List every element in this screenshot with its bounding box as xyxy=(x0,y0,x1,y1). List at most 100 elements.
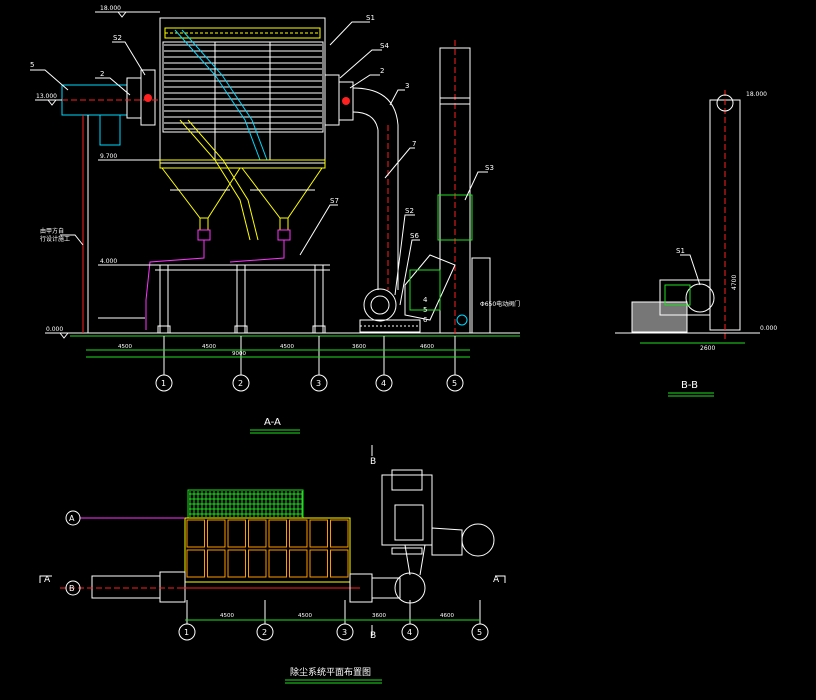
callout-s2-right: S2 xyxy=(405,207,414,215)
filter-cell xyxy=(227,549,246,578)
plan-dim-label: 4600 xyxy=(440,613,454,619)
callout-4: 4 xyxy=(423,296,428,304)
plan-title: 除尘系统平面布置图 xyxy=(290,666,371,678)
plan-dim-label: 4500 xyxy=(298,613,312,619)
elev-label-2: 9.700 xyxy=(100,153,117,160)
plan-bubble-label: 2 xyxy=(262,628,267,637)
callout-6: 6 xyxy=(423,316,428,324)
filter-cell xyxy=(248,549,267,578)
filter-cell xyxy=(289,549,308,578)
bb-elev-top: 18.000 xyxy=(746,91,767,98)
dim-label: 4600 xyxy=(420,344,434,350)
grid-bubble-label: 5 xyxy=(452,379,457,388)
section-cut-marks xyxy=(39,445,506,636)
callout-5-left: 5 xyxy=(30,61,34,69)
row-bubble-a: A xyxy=(69,514,75,523)
plan-bubble-label: 5 xyxy=(477,628,482,637)
callout-3: 3 xyxy=(405,82,409,90)
bb-dim-1: 2600 xyxy=(700,345,715,352)
callout-s4: S4 xyxy=(380,42,389,50)
valve-label: Φ650电动阀门 xyxy=(480,300,520,308)
support-structure xyxy=(155,264,330,334)
callout-7: 7 xyxy=(412,140,416,148)
plan-bubble-2 xyxy=(256,623,274,641)
callout-s7: S7 xyxy=(330,197,339,205)
grid-bubble-1 xyxy=(155,374,173,392)
section-aa-dim-labels: 4500 4500 4500 3600 4600 9000 xyxy=(118,344,434,357)
callout-s6: S6 xyxy=(410,232,419,240)
row-bubble-b: B xyxy=(69,584,75,593)
elev-label-3: 4.000 xyxy=(100,258,117,265)
filter-cell xyxy=(309,549,328,578)
cut-mark-b-bottom: B xyxy=(370,631,376,641)
note-left-2: 行设计施工 xyxy=(40,235,70,243)
grid-bubble-label: 4 xyxy=(381,379,386,388)
plan-bubble-label: 3 xyxy=(342,628,347,637)
grid-bubble-3 xyxy=(310,374,328,392)
callout-s1: S1 xyxy=(366,14,375,22)
section-aa-dims xyxy=(86,349,470,358)
filter-modules xyxy=(186,519,349,578)
callout-2-left: 2 xyxy=(100,70,104,78)
grid-bubble-label: 3 xyxy=(316,379,321,388)
elev-top-label: 18.000 xyxy=(100,5,121,12)
bb-callout-s1: S1 xyxy=(676,247,685,255)
filter-cell xyxy=(330,549,349,578)
filter-cell xyxy=(227,519,246,548)
plan-bubble-4 xyxy=(401,623,419,641)
callout-s3: S3 xyxy=(485,164,494,172)
filter-cell xyxy=(186,549,205,578)
filter-cell xyxy=(207,549,226,578)
section-bb: S1 18.000 0.000 2600 4700 B-B xyxy=(615,90,777,397)
ash-valves xyxy=(145,229,291,330)
plan-bubble-label: 1 xyxy=(184,628,189,637)
cut-mark-b-top: B xyxy=(370,457,376,467)
grid-bubble-5 xyxy=(446,374,464,392)
filter-cell xyxy=(330,519,349,548)
grid-bubble-2 xyxy=(232,374,250,392)
bb-dim-2: 4700 xyxy=(731,275,738,290)
callout-2-right: 2 xyxy=(380,67,384,75)
callout-s2-left: S2 xyxy=(113,34,122,42)
cut-mark-a-right: A xyxy=(493,575,500,585)
callout-leaders xyxy=(30,21,488,306)
dim-label: 3600 xyxy=(352,344,366,350)
dim-total: 9000 xyxy=(232,351,246,357)
cut-mark-a-left: A xyxy=(44,575,51,585)
plan-dim-label: 3600 xyxy=(372,613,386,619)
filter-cell xyxy=(248,519,267,548)
section-bb-title: B-B xyxy=(681,380,698,391)
plan-dim-labels: 4500 4500 3600 4600 xyxy=(220,613,454,619)
grid-bubble-label: 1 xyxy=(161,379,166,388)
section-aa: 1 2 3 4 5 4500 4500 4500 3600 4600 9000 18.000 13… xyxy=(30,5,520,434)
filter-cell xyxy=(207,519,226,548)
section-aa-grid: 1 2 3 4 5 xyxy=(155,336,464,392)
dim-label: 4500 xyxy=(280,344,294,350)
inlet-duct xyxy=(61,69,160,146)
plan-bubble-3 xyxy=(336,623,354,641)
grid-bubble-4 xyxy=(375,374,393,392)
plan-bubble-label: 4 xyxy=(407,628,412,637)
plan-dim-label: 4500 xyxy=(220,613,234,619)
filter-cell xyxy=(289,519,308,548)
plan-bubble-5 xyxy=(471,623,489,641)
filter-cell xyxy=(186,519,205,548)
elev-label-1: 13.000 xyxy=(36,93,57,100)
filter-cell xyxy=(309,519,328,548)
filter-cell xyxy=(268,519,287,548)
dim-label: 4500 xyxy=(118,344,132,350)
plan-view: A A B B A B 1 2 3 4 5 4500 4500 3600 4600 除尘系统平… xyxy=(39,445,506,684)
plan-bubble-1 xyxy=(178,623,196,641)
dust-collector-housing xyxy=(159,17,326,241)
outlet-duct xyxy=(324,40,473,340)
bb-elev-bottom: 0.000 xyxy=(760,325,777,332)
elevation-markers xyxy=(35,11,160,339)
grid-bubble-label: 2 xyxy=(238,379,243,388)
section-aa-title: A-A xyxy=(264,417,281,428)
fan-assembly xyxy=(359,254,491,334)
callout-5-right: 5 xyxy=(423,306,427,314)
dim-label: 4500 xyxy=(202,344,216,350)
elev-label-4: 0.000 xyxy=(46,326,63,333)
note-left-1: 由甲方自 xyxy=(40,227,64,235)
